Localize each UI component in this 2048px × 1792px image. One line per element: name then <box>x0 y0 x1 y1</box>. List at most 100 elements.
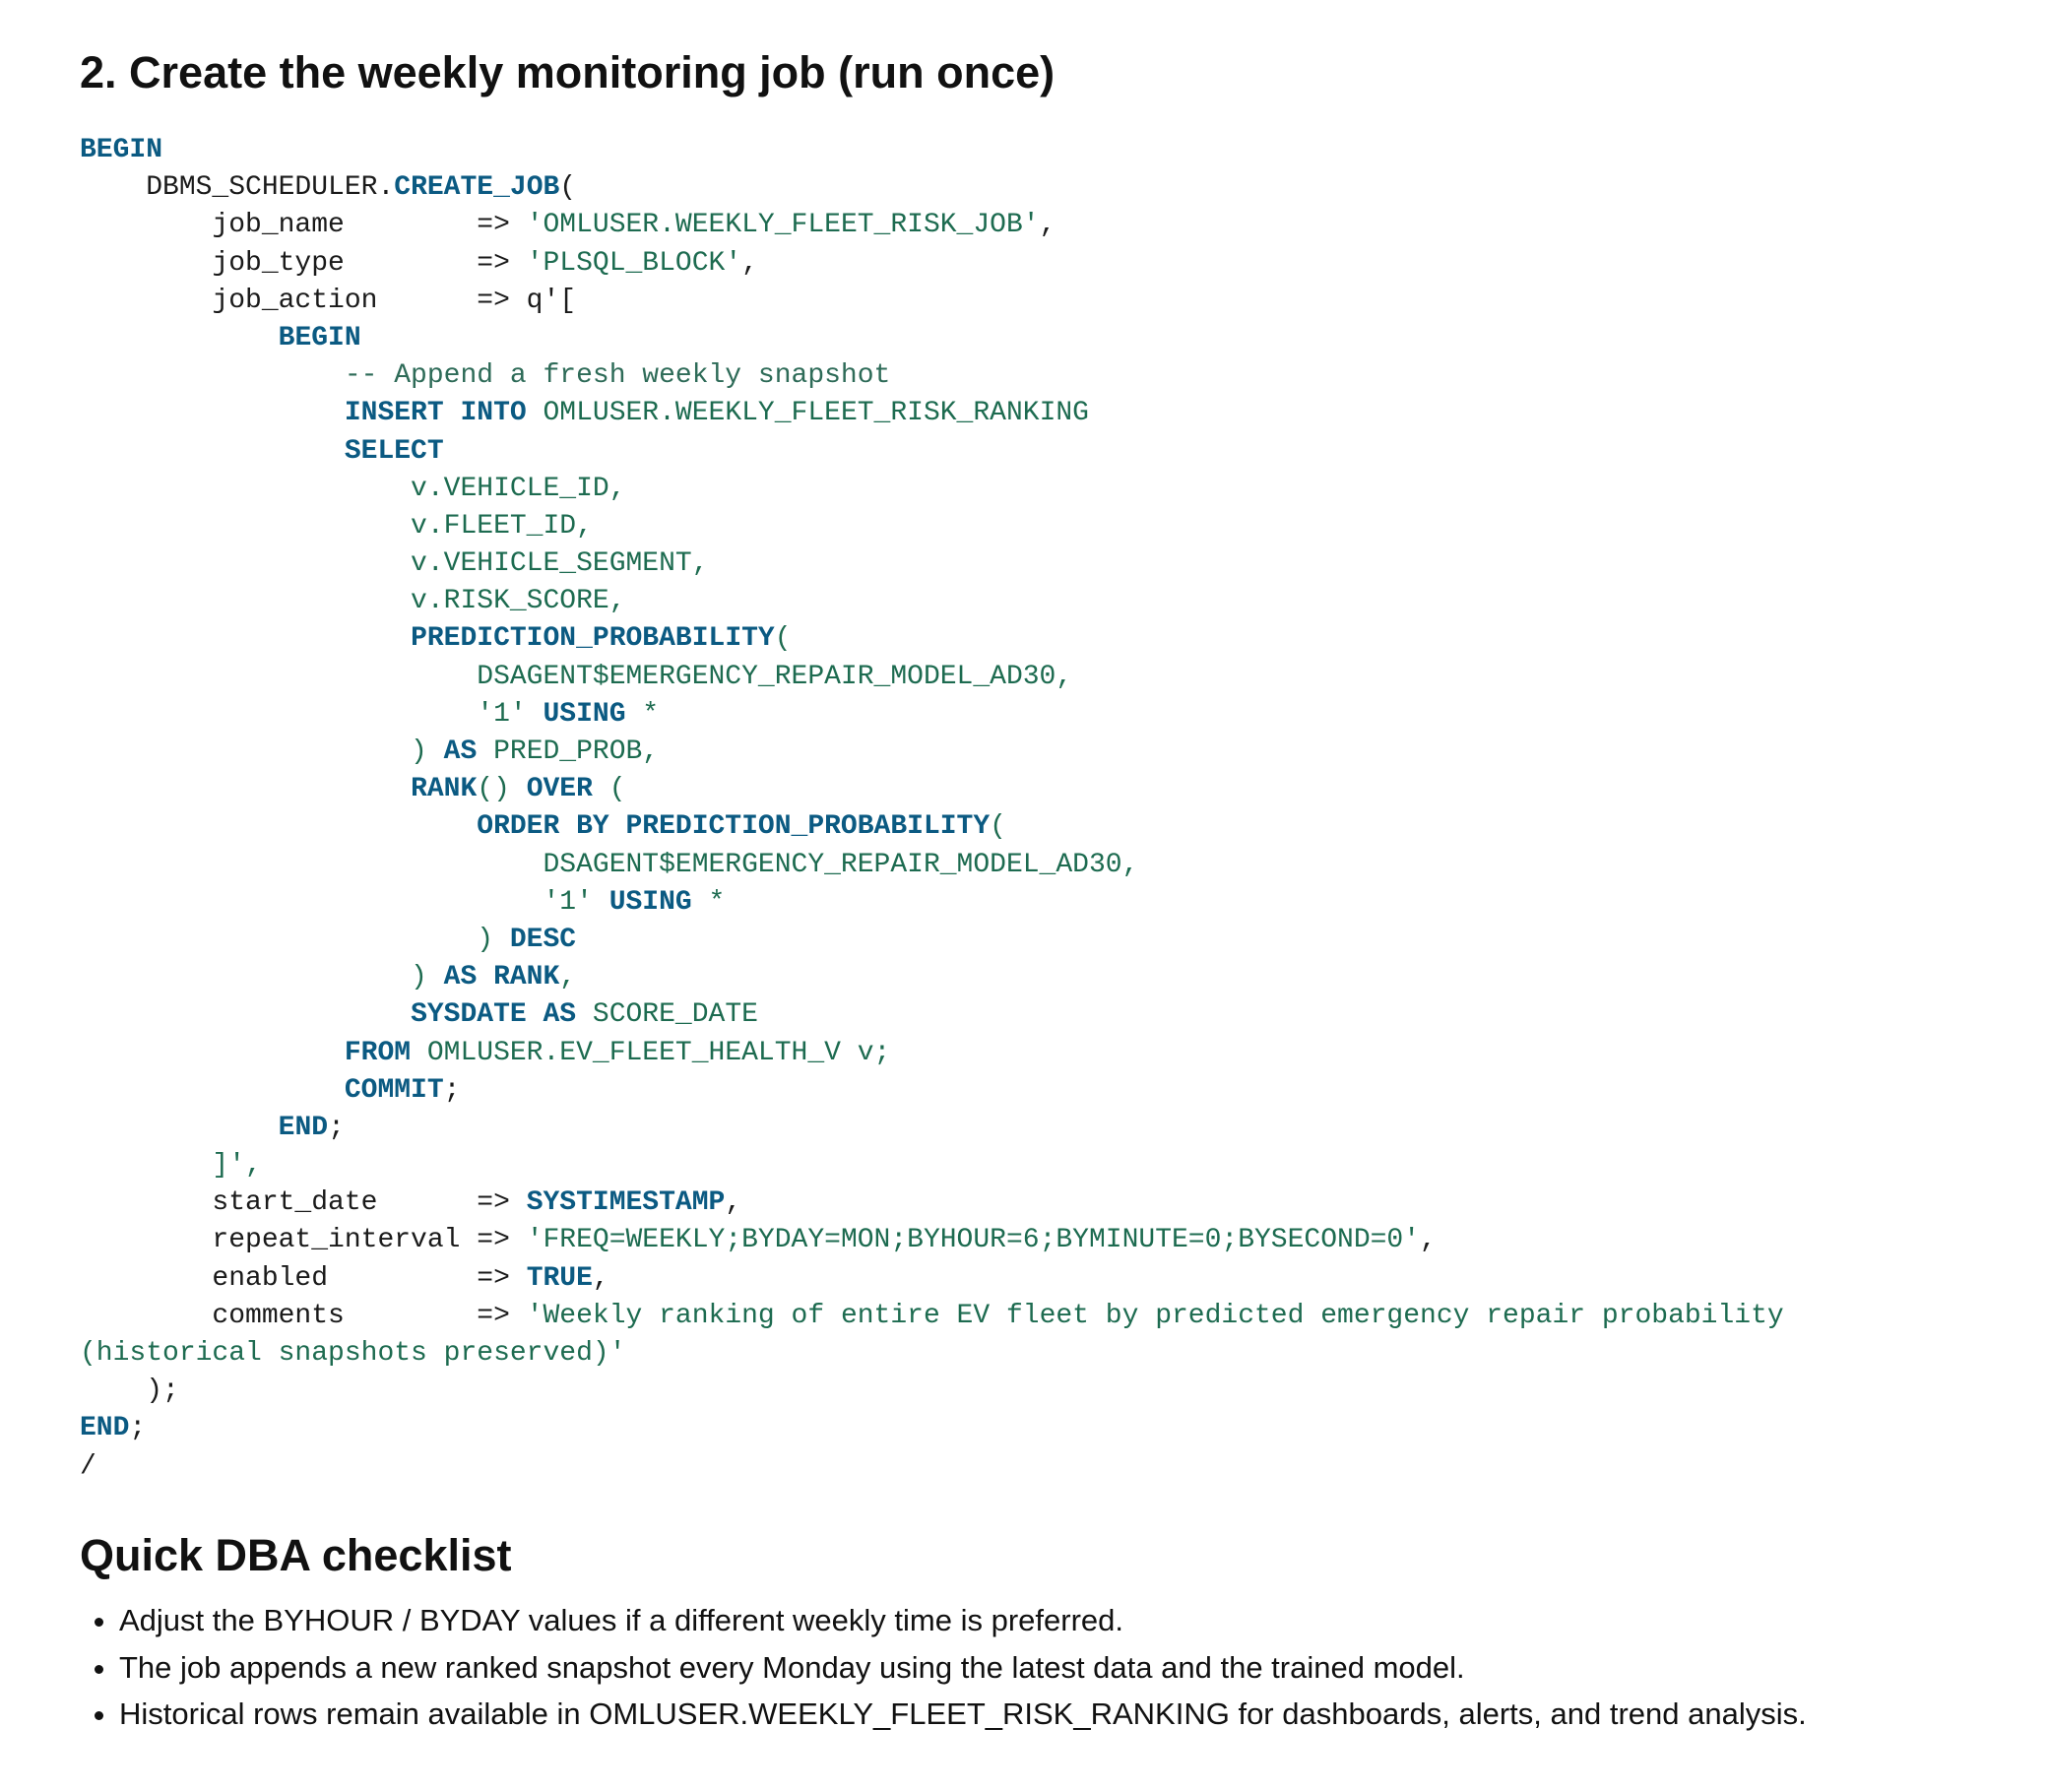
code-line: enabled => TRUE, <box>80 1260 1784 1298</box>
code-token: ; <box>328 1112 345 1143</box>
code-token <box>80 1038 345 1068</box>
code-token: v.VEHICLE_SEGMENT, <box>80 548 709 580</box>
code-token: AS RANK <box>443 962 560 993</box>
checklist-item: Adjust the BYHOUR / BYDAY values if a di… <box>119 1597 1807 1644</box>
code-token: (historical snapshots preserved)' <box>80 1338 626 1369</box>
code-token: job_type => <box>80 247 527 279</box>
code-token: ; <box>129 1413 147 1444</box>
code-token: * <box>625 698 660 730</box>
code-token: ) <box>80 924 510 955</box>
code-token: ]', <box>80 1150 262 1182</box>
code-token: ; <box>443 1074 461 1106</box>
section-title-create-job: 2. Create the weekly monitoring job (run… <box>80 47 1056 97</box>
code-line: ); <box>80 1373 1784 1410</box>
code-line: DBMS_SCHEDULER.CREATE_JOB( <box>80 169 1784 207</box>
code-token: BEGIN <box>80 135 163 165</box>
code-token: ( <box>559 172 577 204</box>
code-token: ( <box>774 623 792 655</box>
code-token <box>80 436 345 467</box>
code-token: '1' <box>80 698 544 730</box>
code-token: SYSDATE AS <box>411 999 577 1031</box>
code-token: 'FREQ=WEEKLY;BYDAY=MON;BYHOUR=6;BYMINUTE… <box>526 1225 1421 1256</box>
code-token: TRUE <box>526 1262 593 1294</box>
code-token: , <box>1039 210 1056 241</box>
code-token: -- Append a fresh weekly snapshot <box>80 360 891 392</box>
code-line: COMMIT; <box>80 1072 1784 1110</box>
code-token: RANK <box>411 774 478 805</box>
code-token: comments => <box>80 1300 527 1331</box>
code-token: start_date => <box>80 1187 527 1219</box>
code-line: v.VEHICLE_ID, <box>80 471 1784 508</box>
code-token: , <box>725 1187 742 1219</box>
code-line: repeat_interval => 'FREQ=WEEKLY;BYDAY=MO… <box>80 1222 1784 1259</box>
code-line: / <box>80 1448 1784 1486</box>
code-line: start_date => SYSTIMESTAMP, <box>80 1184 1784 1222</box>
code-line: END; <box>80 1110 1784 1147</box>
code-token: PREDICTION_PROBABILITY <box>411 623 775 655</box>
code-line: ) DESC <box>80 922 1784 959</box>
code-token: ); <box>80 1376 179 1407</box>
code-token: job_name => <box>80 210 527 241</box>
code-token: ( <box>592 774 626 805</box>
code-token: BEGIN <box>278 322 361 353</box>
code-token: SCORE_DATE <box>576 999 758 1031</box>
code-token: PRED_PROB, <box>477 736 660 767</box>
code-token: v.FLEET_ID, <box>80 510 593 542</box>
code-token: , <box>592 1262 609 1294</box>
code-token <box>80 323 279 353</box>
checklist-item: The job appends a new ranked snapshot ev… <box>119 1644 1807 1692</box>
code-line: RANK() OVER ( <box>80 771 1784 808</box>
code-token: DBMS_SCHEDULER. <box>80 172 395 204</box>
code-token: , <box>741 247 758 279</box>
code-token: SYSTIMESTAMP <box>526 1187 726 1219</box>
code-line: BEGIN <box>80 132 1784 169</box>
code-token: ) <box>80 736 444 767</box>
code-token: , <box>559 962 577 993</box>
code-line: job_action => q'[ <box>80 283 1784 320</box>
code-token: END <box>80 1413 130 1444</box>
code-token: 'OMLUSER.WEEKLY_FLEET_RISK_JOB' <box>526 210 1040 241</box>
code-line: ORDER BY PREDICTION_PROBABILITY( <box>80 808 1784 846</box>
code-token: repeat_interval => <box>80 1225 527 1256</box>
code-token <box>80 1075 345 1106</box>
code-line: DSAGENT$EMERGENCY_REPAIR_MODEL_AD30, <box>80 659 1784 696</box>
code-token: DSAGENT$EMERGENCY_REPAIR_MODEL_AD30, <box>80 849 1139 880</box>
code-line: SELECT <box>80 433 1784 471</box>
code-token: CREATE_JOB <box>394 172 560 204</box>
code-line: SYSDATE AS SCORE_DATE <box>80 996 1784 1034</box>
code-token: INSERT INTO <box>344 398 527 429</box>
code-token <box>80 1113 279 1143</box>
code-token: v.VEHICLE_ID, <box>80 473 626 504</box>
code-token: 'Weekly ranking of entire EV fleet by pr… <box>526 1300 1784 1331</box>
code-line: ) AS PRED_PROB, <box>80 734 1784 771</box>
code-token: OMLUSER.WEEKLY_FLEET_RISK_RANKING <box>526 398 1089 429</box>
code-token: FROM <box>344 1037 412 1068</box>
dba-checklist: Adjust the BYHOUR / BYDAY values if a di… <box>80 1597 1807 1738</box>
code-line: '1' USING * <box>80 884 1784 922</box>
code-line: v.RISK_SCORE, <box>80 583 1784 620</box>
code-token: AS <box>443 736 478 767</box>
code-token: USING <box>543 698 626 730</box>
code-token <box>80 398 345 428</box>
code-line: DSAGENT$EMERGENCY_REPAIR_MODEL_AD30, <box>80 847 1784 884</box>
code-line: INSERT INTO OMLUSER.WEEKLY_FLEET_RISK_RA… <box>80 395 1784 432</box>
code-token <box>80 811 477 842</box>
code-token <box>80 999 411 1030</box>
code-token <box>80 623 411 654</box>
code-line: job_name => 'OMLUSER.WEEKLY_FLEET_RISK_J… <box>80 207 1784 244</box>
code-line: comments => 'Weekly ranking of entire EV… <box>80 1298 1784 1335</box>
code-line: job_type => 'PLSQL_BLOCK', <box>80 245 1784 283</box>
code-line: ]', <box>80 1147 1784 1184</box>
code-token <box>80 774 411 804</box>
code-line: '1' USING * <box>80 696 1784 734</box>
code-token: ( <box>990 811 1006 843</box>
code-token: , <box>1420 1225 1437 1256</box>
code-token: '1' <box>80 886 609 918</box>
code-token: job_action => q'[ <box>80 285 577 316</box>
code-token: ORDER BY PREDICTION_PROBABILITY <box>477 811 991 843</box>
section-title-dba-checklist: Quick DBA checklist <box>80 1530 512 1580</box>
code-line: BEGIN <box>80 320 1784 357</box>
code-token: OVER <box>526 774 593 805</box>
code-line: PREDICTION_PROBABILITY( <box>80 620 1784 658</box>
code-token: COMMIT <box>344 1074 444 1106</box>
